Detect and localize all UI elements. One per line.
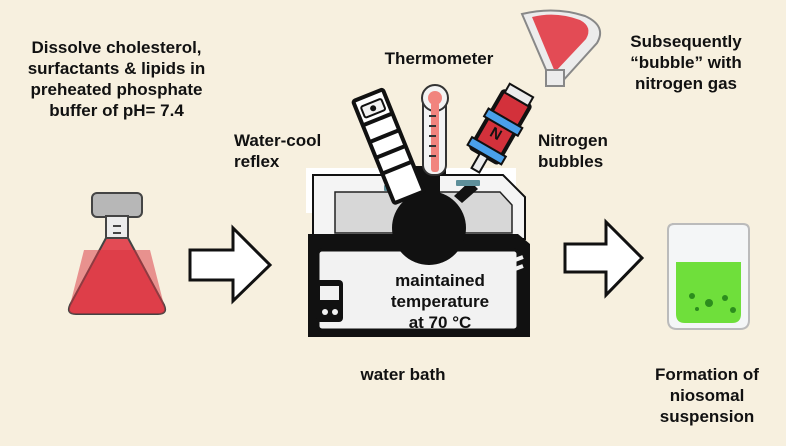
water-cool-label: Water-cool reflex [234, 131, 322, 171]
flask-icon [67, 192, 167, 315]
arrow-right-icon [188, 224, 273, 305]
water-bath-icon [308, 174, 530, 337]
nitrogen-bubbles-label: Nitrogen bubbles [538, 131, 608, 171]
arrow-right-icon [563, 218, 645, 299]
thermometer-icon [421, 84, 449, 176]
thermometer-label: Thermometer [384, 49, 494, 68]
step1-text: Dissolve cholesterol, surfactants & lipi… [27, 38, 206, 120]
condenser-icon [351, 87, 426, 205]
beaker-icon [667, 223, 750, 330]
nitrogen-cylinder-icon: N [466, 82, 535, 174]
funnel-icon [520, 9, 601, 87]
subsequently-label: Subsequently “bubble” with nitrogen gas [630, 32, 742, 93]
maintained-temperature-label: maintained temperature at 70 °C [390, 271, 490, 332]
water-bath-label: water bath [360, 365, 446, 384]
formation-label: Formation of niosomal suspension [655, 365, 759, 426]
